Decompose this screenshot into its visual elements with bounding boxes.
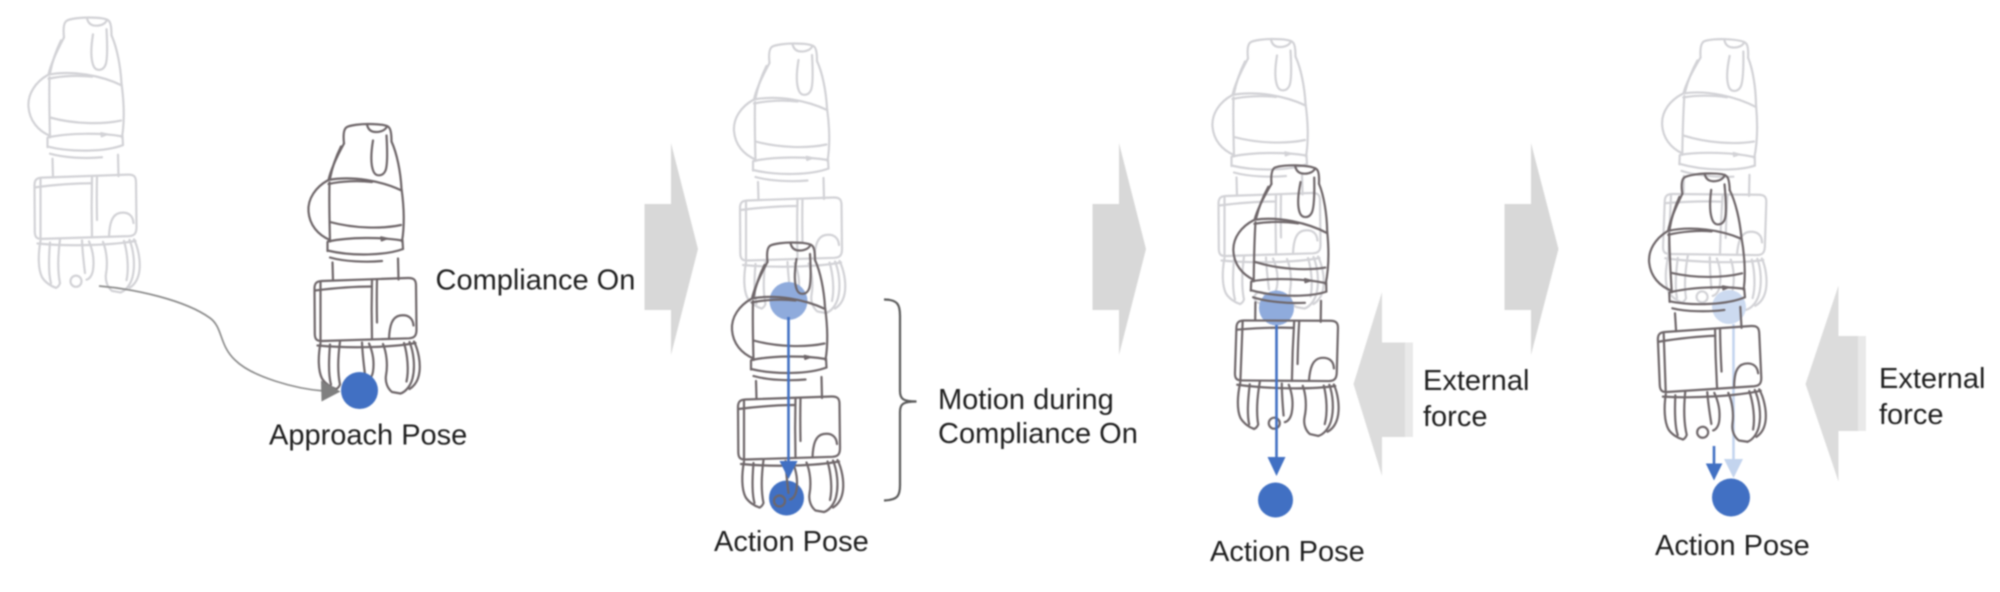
svg-text:Motion during: Motion during xyxy=(938,384,1114,416)
svg-text:Approach Pose: Approach Pose xyxy=(269,420,467,452)
svg-text:force: force xyxy=(1423,401,1487,433)
svg-text:Compliance On: Compliance On xyxy=(436,265,636,297)
svg-text:force: force xyxy=(1879,399,1943,431)
svg-text:External: External xyxy=(1879,363,1985,395)
svg-text:External: External xyxy=(1423,365,1529,397)
svg-text:Action Pose: Action Pose xyxy=(714,526,869,558)
svg-text:Action Pose: Action Pose xyxy=(1655,530,1810,562)
svg-text:Action Pose: Action Pose xyxy=(1210,536,1365,568)
svg-text:Compliance On: Compliance On xyxy=(938,418,1138,450)
